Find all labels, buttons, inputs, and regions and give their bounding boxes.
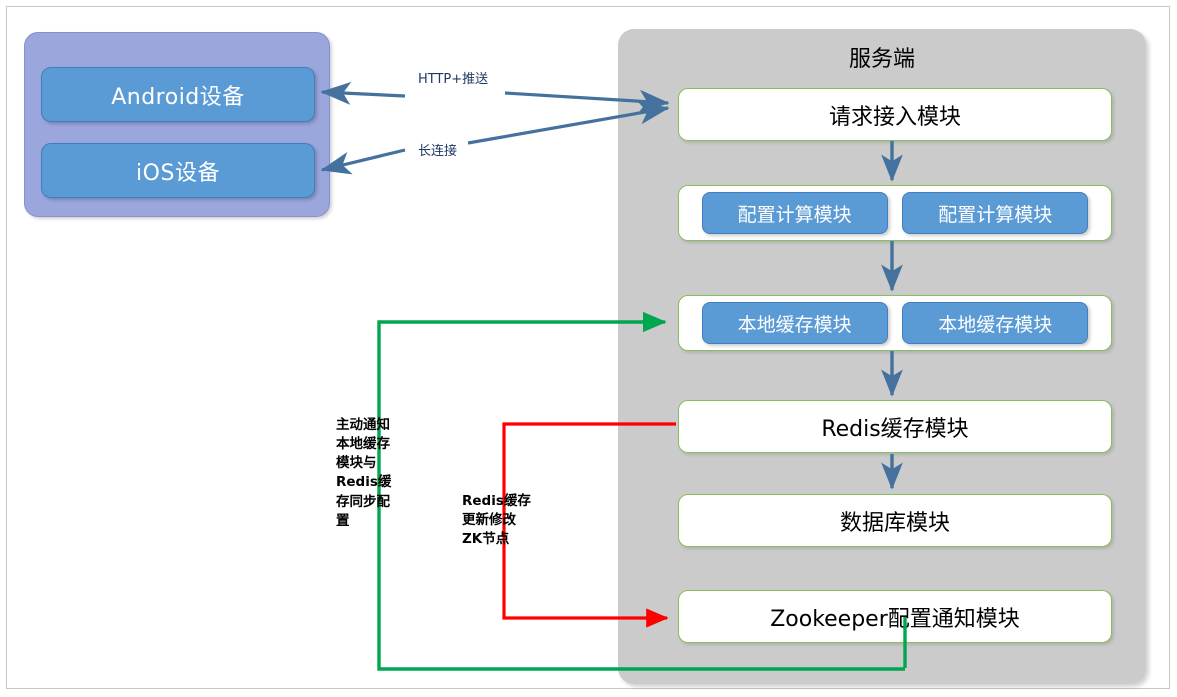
server-container: 服务端 请求接入模块 配置计算模块 配置计算模块 本地缓存模块 本地缓存模块 <box>618 29 1146 684</box>
sub-module-local-cache-2[interactable]: 本地缓存模块 <box>902 302 1089 344</box>
sub-module-label: 本地缓存模块 <box>938 313 1053 336</box>
sub-module-label: 配置计算模块 <box>737 203 852 226</box>
module-local-cache-row: 本地缓存模块 本地缓存模块 <box>679 296 1111 350</box>
device-box-android[interactable]: Android设备 <box>41 67 315 122</box>
connector-label-http-push: HTTP+推送 <box>418 72 489 87</box>
sub-module-label: 配置计算模块 <box>938 203 1053 226</box>
module-config-compute-row: 配置计算模块 配置计算模块 <box>679 186 1111 240</box>
sub-module-config-compute-2[interactable]: 配置计算模块 <box>902 192 1089 234</box>
client-device-container: Android设备 iOS设备 <box>24 32 330 217</box>
module-request-access[interactable]: 请求接入模块 <box>678 88 1112 141</box>
module-label: 数据库模块 <box>839 510 950 536</box>
device-label: iOS设备 <box>136 160 220 186</box>
module-zookeeper-notify[interactable]: Zookeeper配置通知模块 <box>678 590 1112 643</box>
module-local-cache[interactable]: 本地缓存模块 本地缓存模块 <box>678 295 1112 351</box>
sub-module-config-compute-1[interactable]: 配置计算模块 <box>701 192 888 234</box>
module-redis-cache[interactable]: Redis缓存模块 <box>678 400 1112 453</box>
connector-label-long-connection: 长连接 <box>418 144 458 159</box>
module-label: 请求接入模块 <box>828 104 961 130</box>
module-label: Redis缓存模块 <box>821 416 969 442</box>
module-label: Zookeeper配置通知模块 <box>770 606 1020 632</box>
module-database[interactable]: 数据库模块 <box>678 494 1112 547</box>
device-box-ios[interactable]: iOS设备 <box>41 143 315 198</box>
connector-label-zk-notify-local-cache: 主动通知 本地缓存 模块与 Redis缓 存同步配 置 <box>336 417 392 529</box>
module-config-compute[interactable]: 配置计算模块 配置计算模块 <box>678 185 1112 241</box>
sub-module-label: 本地缓存模块 <box>737 313 852 336</box>
server-title: 服务端 <box>848 47 915 72</box>
sub-module-local-cache-1[interactable]: 本地缓存模块 <box>701 302 888 344</box>
device-label: Android设备 <box>111 84 245 110</box>
connector-label-redis-update-zk: Redis缓存 更新修改 ZK节点 <box>462 493 531 548</box>
